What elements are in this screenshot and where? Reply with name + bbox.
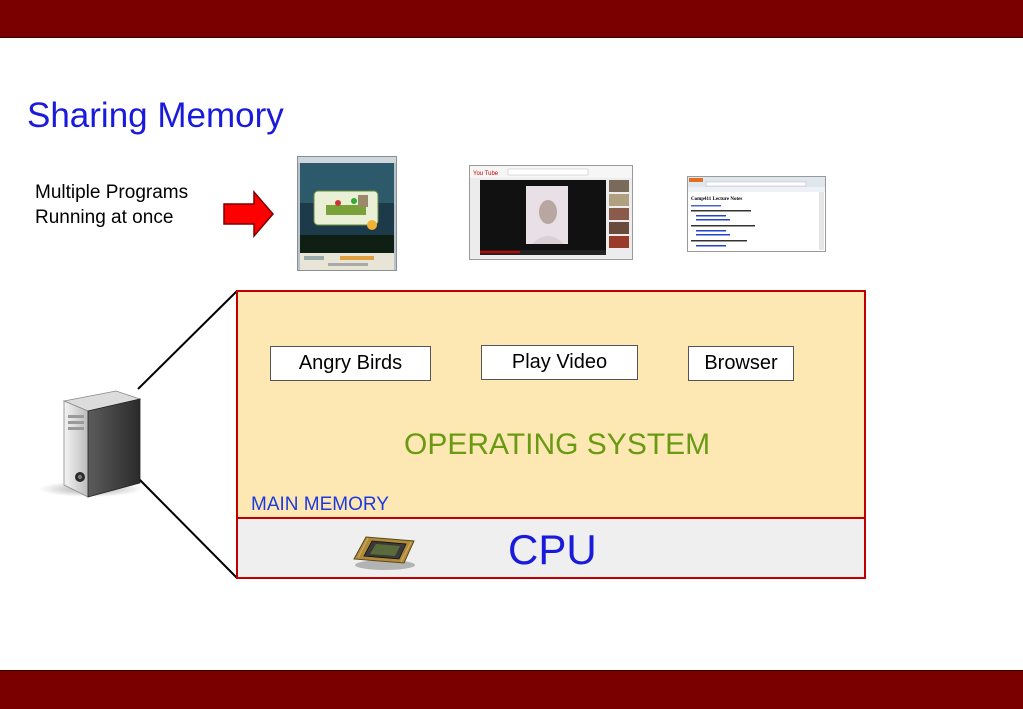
browser-screenshot: Comp411 Lecture Notes (687, 176, 826, 252)
cpu-label: CPU (508, 526, 597, 573)
right-arrow-icon (223, 190, 274, 238)
bottom-banner (0, 670, 1023, 709)
youtube-screenshot: You Tube (469, 165, 633, 260)
caption-line-1: Multiple Programs (35, 182, 189, 203)
program-play-video: Play Video (481, 345, 638, 380)
zoom-line-top (137, 290, 238, 390)
computer-tower-icon (39, 390, 143, 498)
angry-birds-screenshot (297, 156, 397, 271)
main-memory-box (236, 290, 866, 519)
browser-page-title: Comp411 Lecture Notes (691, 197, 742, 202)
program-browser: Browser (688, 346, 794, 381)
angry-birds-scene (298, 157, 396, 270)
operating-system-label: OPERATING SYSTEM (404, 428, 711, 461)
top-banner (0, 0, 1023, 38)
caption: Multiple Programs Running at once (35, 180, 188, 230)
browser-scene: Comp411 Lecture Notes (688, 177, 825, 250)
cpu-chip-icon (353, 536, 415, 570)
program-angry-birds: Angry Birds (270, 346, 431, 381)
cpu-box (236, 517, 866, 579)
slide-title: Sharing Memory (27, 96, 284, 135)
caption-line-2: Running at once (35, 207, 174, 228)
youtube-scene: You Tube (470, 166, 632, 255)
zoom-line-bottom (137, 477, 238, 579)
youtube-logo: You Tube (473, 171, 499, 177)
main-memory-label: MAIN MEMORY (251, 494, 389, 515)
